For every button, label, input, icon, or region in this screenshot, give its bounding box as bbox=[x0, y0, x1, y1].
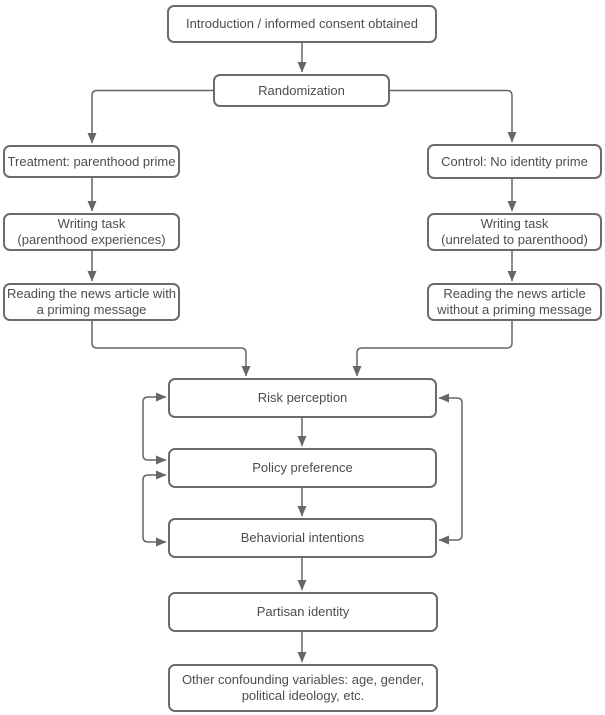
node-writing-task-control: Writing task (unrelated to parenthood) bbox=[427, 213, 602, 251]
node-behavioral-intentions-label: Behaviorial intentions bbox=[240, 530, 365, 546]
node-reading-article-treatment: Reading the news article with a priming … bbox=[3, 283, 180, 321]
node-treatment: Treatment: parenthood prime bbox=[3, 145, 180, 178]
node-policy-preference: Policy preference bbox=[168, 448, 437, 488]
edge-reading-left-risk bbox=[91, 321, 251, 377]
edge-randomization-treatment bbox=[87, 89, 213, 144]
node-behavioral-intentions: Behaviorial intentions bbox=[168, 518, 437, 558]
node-writing-task-treatment-label: Writing task (parenthood experiences) bbox=[17, 216, 166, 247]
node-confounding-variables: Other confounding variables: age, gender… bbox=[168, 664, 438, 712]
node-partisan-identity: Partisan identity bbox=[168, 592, 438, 632]
node-policy-preference-label: Policy preference bbox=[252, 460, 353, 476]
node-reading-article-control-label: Reading the news article without a primi… bbox=[437, 286, 592, 317]
node-randomization-label: Randomization bbox=[258, 82, 345, 98]
node-control: Control: No identity prime bbox=[427, 144, 602, 179]
node-reading-article-control: Reading the news article without a primi… bbox=[427, 283, 602, 321]
edge-randomization-control bbox=[390, 89, 517, 143]
node-writing-task-control-label: Writing task (unrelated to parenthood) bbox=[441, 216, 588, 247]
node-control-label: Control: No identity prime bbox=[441, 153, 588, 169]
node-introduction-label: Introduction / informed consent obtained bbox=[186, 16, 418, 32]
edge-feedback-risk-behavioral-right bbox=[438, 393, 463, 545]
node-introduction: Introduction / informed consent obtained bbox=[167, 5, 437, 43]
node-writing-task-treatment: Writing task (parenthood experiences) bbox=[3, 213, 180, 251]
edge-reading-right-risk bbox=[352, 321, 513, 377]
node-risk-perception: Risk perception bbox=[168, 378, 437, 418]
node-partisan-identity-label: Partisan identity bbox=[256, 604, 350, 620]
node-randomization: Randomization bbox=[213, 74, 390, 107]
edge-feedback-policy-behavioral-left bbox=[142, 470, 167, 547]
node-confounding-variables-label: Other confounding variables: age, gender… bbox=[181, 672, 425, 703]
node-reading-article-treatment-label: Reading the news article with a priming … bbox=[6, 286, 177, 317]
node-treatment-label: Treatment: parenthood prime bbox=[7, 153, 176, 169]
node-risk-perception-label: Risk perception bbox=[257, 390, 348, 406]
edge-feedback-risk-policy-left bbox=[142, 392, 167, 465]
